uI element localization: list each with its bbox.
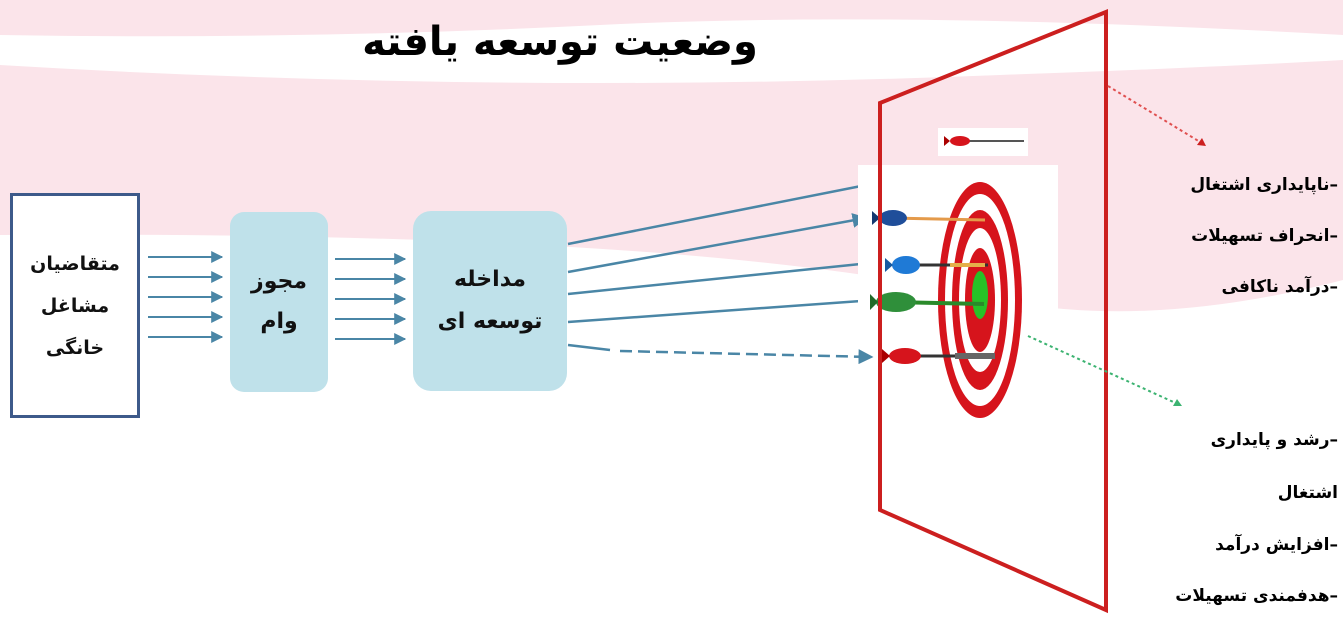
dart-top-missed <box>944 136 1024 146</box>
target-frame <box>878 9 1108 614</box>
background-band-top <box>0 0 1343 37</box>
applicants-line-1: متقاضیان <box>30 252 120 275</box>
positive-outcome-1: –رشد و پایداری <box>1210 430 1338 450</box>
background-band-main <box>0 60 1343 312</box>
negative-link-head <box>1197 138 1206 146</box>
positive-link-head <box>1173 399 1182 406</box>
applicants-line-3: خانگی <box>45 336 105 359</box>
positive-link <box>1027 335 1181 406</box>
dart-blue-1 <box>872 210 986 226</box>
loan-license-box: مجوز وام <box>230 212 328 392</box>
dart-green <box>870 292 985 312</box>
dart-blue-2 <box>885 256 988 274</box>
negative-outcome-3: –درآمد ناکافی <box>1221 277 1338 297</box>
intervention-line-2: توسعه ای <box>437 309 543 334</box>
applicants-line-2: مشاغل <box>40 294 110 317</box>
positive-outcome-3: –هدفمندی تسهیلات <box>1175 586 1338 606</box>
arrows-license-to-intervention <box>335 253 407 345</box>
negative-outcome-1: –ناپایداری اشتغال <box>1190 175 1338 195</box>
applicants-box: متقاضیان مشاغل خانگی <box>10 193 140 418</box>
license-line-1: مجوز <box>251 269 307 294</box>
intervention-line-1: مداخله <box>453 267 527 292</box>
positive-outcome-1-cont: اشتغال <box>1277 483 1338 503</box>
dart-red-bottom <box>882 348 995 364</box>
arrows-applicants-to-license <box>148 251 224 343</box>
license-line-2: وام <box>260 309 298 334</box>
negative-outcome-2: –انحراف تسهیلات <box>1191 226 1338 246</box>
development-intervention-box: مداخله توسعه ای <box>413 211 567 391</box>
positive-outcome-2: –افزایش درآمد <box>1215 535 1338 555</box>
diagram-title: وضعیت توسعه یافته <box>362 19 758 65</box>
negative-link <box>1107 85 1206 146</box>
dartboard-target <box>938 182 1022 418</box>
